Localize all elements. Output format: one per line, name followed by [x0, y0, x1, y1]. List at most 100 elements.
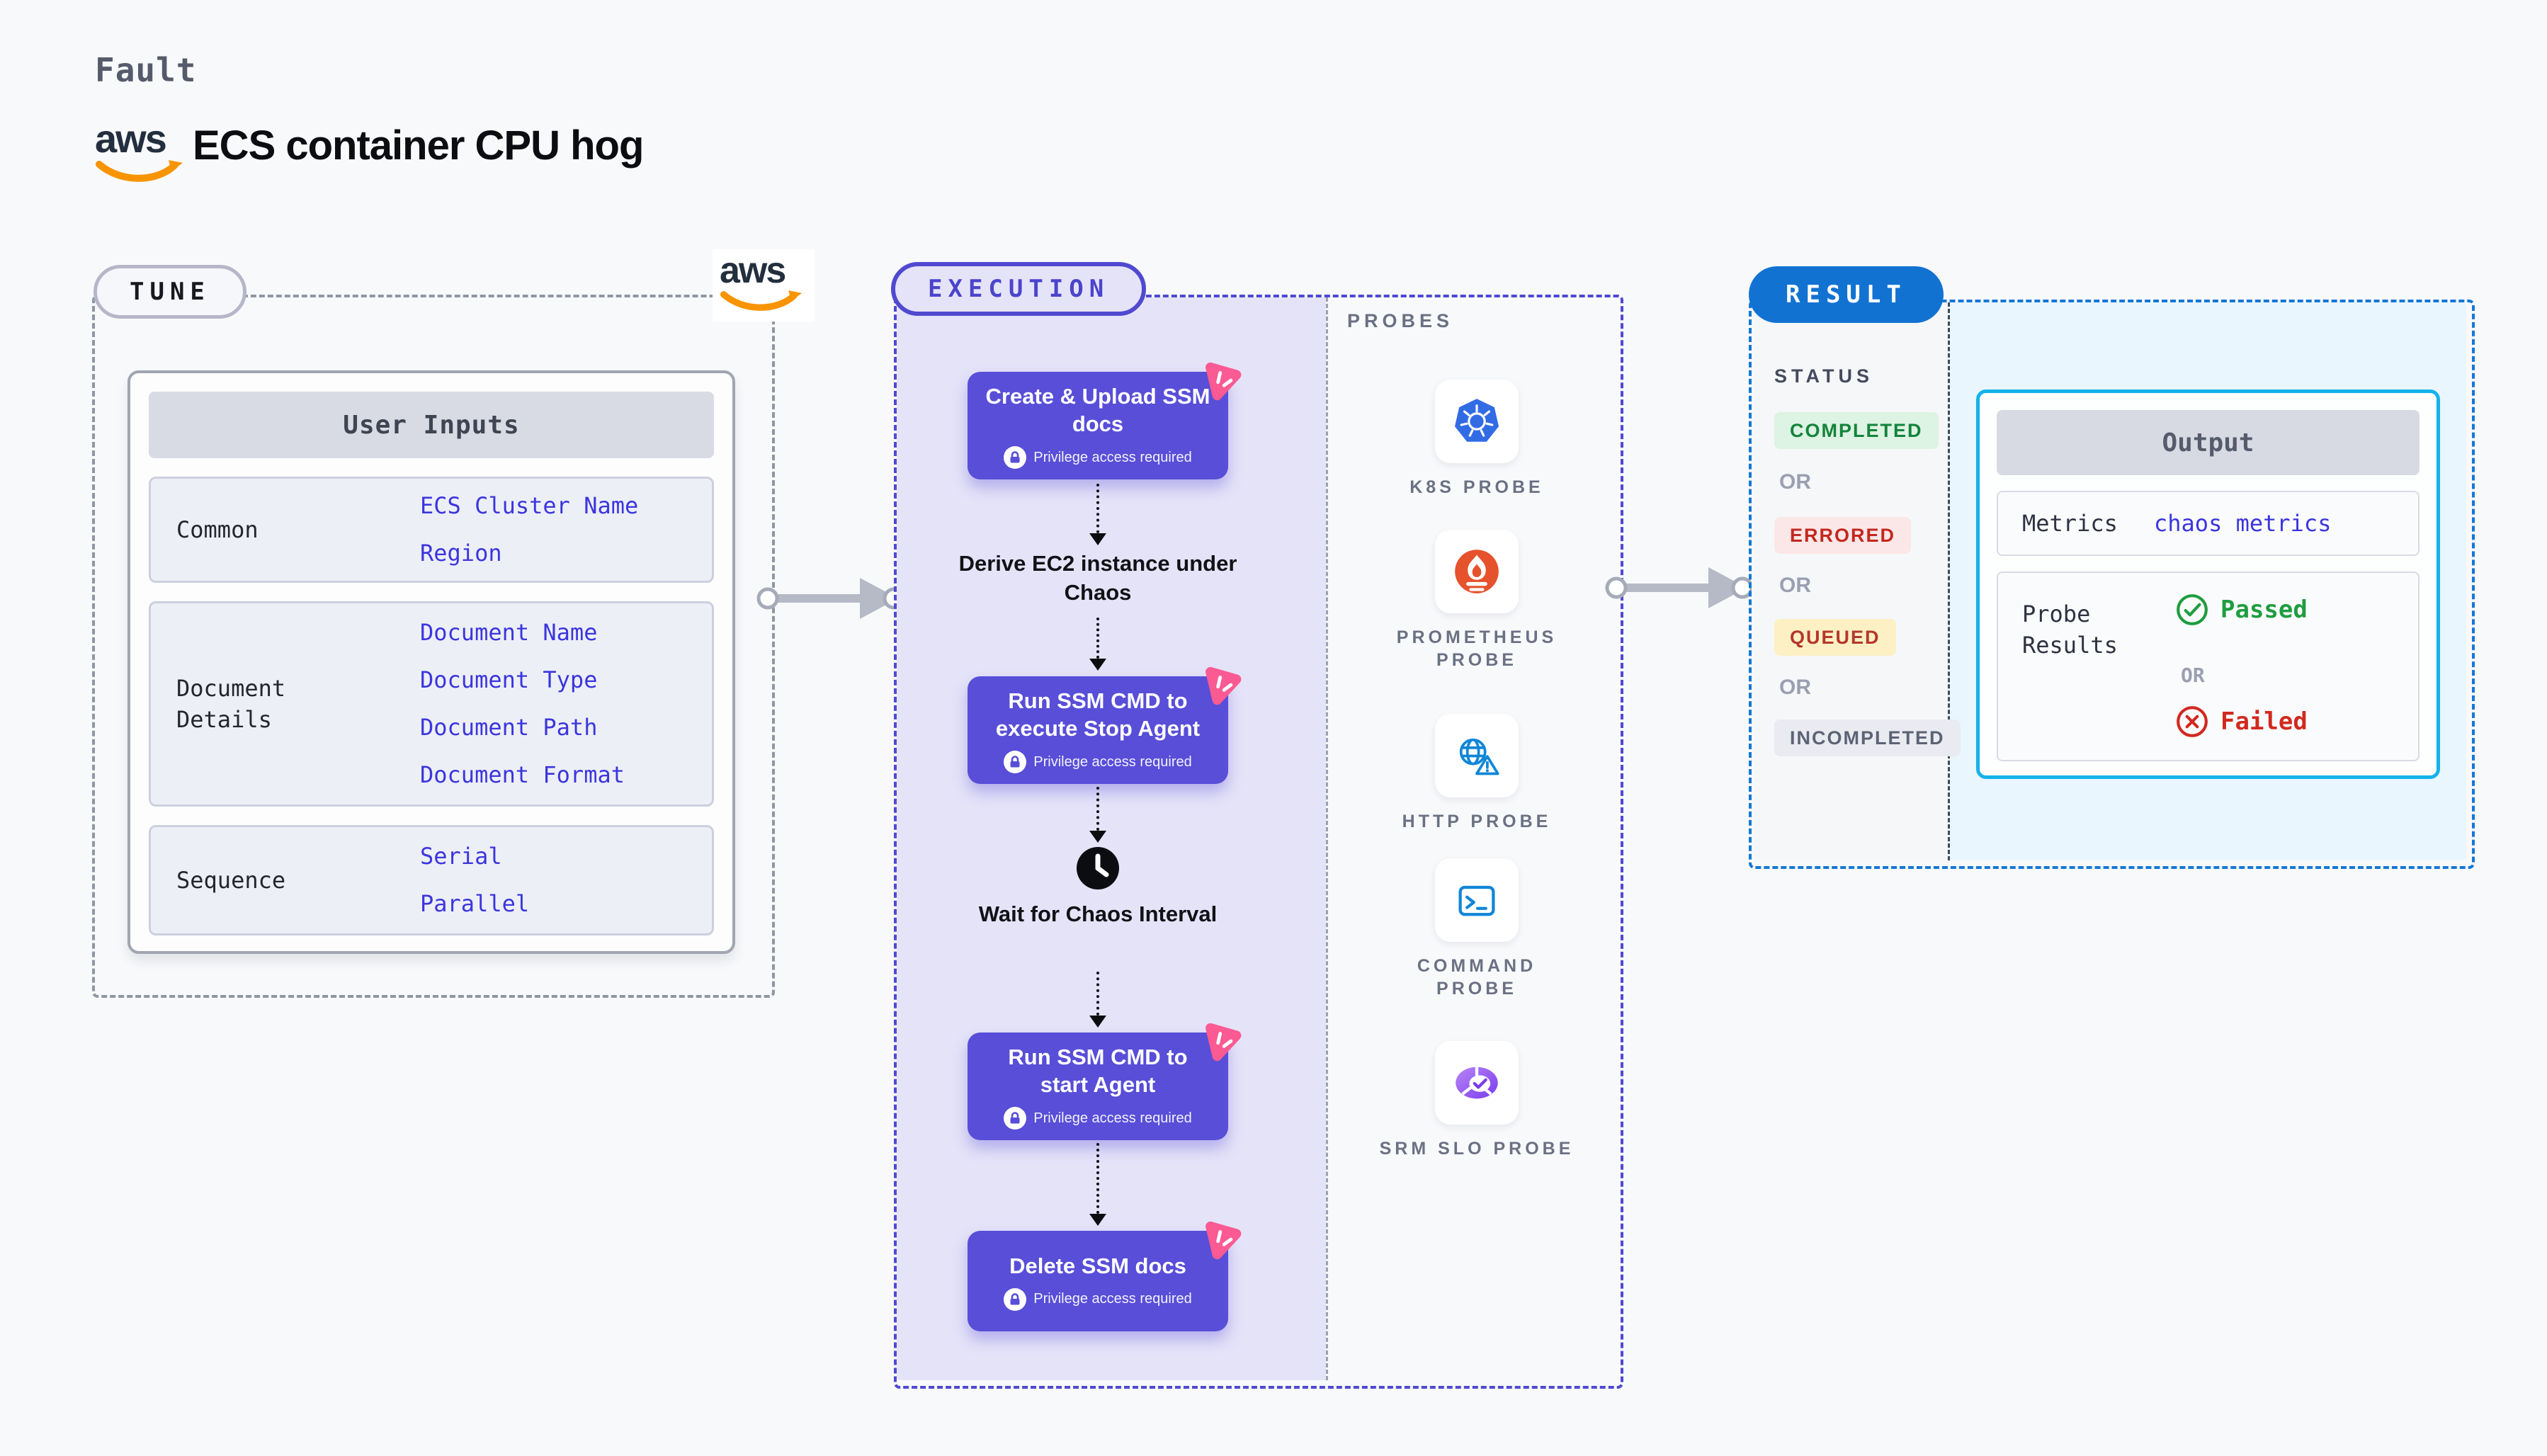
row-label: Document Details	[176, 675, 286, 733]
lock-icon	[1004, 1107, 1027, 1130]
input-value: Parallel	[420, 890, 530, 917]
flow-connector	[1096, 1143, 1099, 1214]
prometheus-icon	[1455, 550, 1499, 593]
status-badge-errored: ERRORED	[1774, 517, 1912, 554]
probe-label-srm-slo: SRM SLO PROBE	[1379, 1139, 1575, 1159]
page-title: ECS container CPU hog	[193, 123, 644, 169]
status-badge-incompleted: INCOMPLETED	[1774, 720, 1961, 756]
step-title: Delete SSM docs	[1009, 1253, 1186, 1278]
input-row-document-details: Document Details Document Name Document …	[149, 601, 714, 807]
execution-section-border	[894, 295, 1623, 1389]
user-inputs-card: User Inputs Common ECS Cluster Name Regi…	[127, 370, 735, 954]
chaos-triangle-icon	[1206, 1023, 1242, 1062]
row-label: Sequence	[176, 867, 286, 894]
or-separator: OR	[1779, 574, 1811, 597]
privilege-badge-text: Privilege access required	[1033, 449, 1192, 465]
step-title: Run SSM CMD to start Agent	[1008, 1045, 1188, 1097]
input-value: ECS Cluster Name	[420, 492, 639, 519]
privilege-badge-text: Privilege access required	[1033, 1291, 1192, 1307]
step-wait-for-chaos-interval: Wait for Chaos Interval	[978, 902, 1218, 926]
probe-label-http: HTTP PROBE	[1402, 812, 1552, 831]
chaos-triangle-icon	[1206, 666, 1242, 705]
aws-word: aws	[720, 250, 786, 291]
probe-card-command	[1435, 858, 1519, 942]
probe-results-label: Probe Results	[2022, 601, 2118, 659]
clock-icon	[1075, 846, 1121, 891]
privilege-badge: Privilege access required	[1004, 1107, 1192, 1130]
x-circle-icon	[2177, 706, 2208, 737]
flow-connector	[1096, 972, 1099, 1016]
lock-icon	[1004, 751, 1027, 773]
flow-connector-arrowhead	[1089, 1214, 1106, 1226]
fault-kicker: Fault	[95, 51, 197, 89]
output-card: Output Metrics chaos metrics Probe Resul…	[1976, 389, 2440, 779]
metrics-label: Metrics	[2022, 510, 2118, 537]
probes-column-label: PROBES	[1347, 310, 1454, 331]
status-badge-queued: QUEUED	[1774, 619, 1896, 656]
or-separator: OR	[2181, 664, 2205, 687]
srm-slo-icon	[1456, 1065, 1498, 1099]
probe-label-prometheus: PROMETHEUS PROBE	[1396, 627, 1558, 670]
aws-logo-small: aws	[713, 249, 815, 322]
flow-connector	[1096, 484, 1099, 533]
status-badge-completed: COMPLETED	[1774, 412, 1939, 449]
flow-connector	[1096, 618, 1099, 659]
result-inner-divider	[1948, 302, 1950, 860]
execution-to-result-arrow	[1605, 567, 1754, 608]
privilege-badge: Privilege access required	[1004, 1287, 1192, 1311]
input-value: Region	[420, 540, 502, 567]
execution-section-label: EXECUTION	[891, 262, 1147, 316]
step-title: Create & Upload SSM docs	[985, 384, 1210, 436]
flow-connector-arrowhead	[1089, 831, 1106, 843]
privilege-badge: Privilege access required	[1004, 751, 1192, 773]
check-circle-icon	[2177, 594, 2208, 625]
execution-probes-divider	[1326, 297, 1328, 1380]
result-section-border	[1749, 300, 2475, 869]
flow-connector-arrowhead	[1089, 533, 1106, 545]
step-run-ssm-stop-agent: Run SSM CMD to execute Stop Agent Privil…	[968, 666, 1242, 784]
chaos-triangle-icon	[1206, 362, 1242, 401]
step-title: Run SSM CMD to execute Stop Agent	[995, 688, 1201, 741]
or-separator: OR	[1779, 470, 1811, 494]
tune-section-label: TUNE	[93, 265, 246, 319]
input-value: Document Path	[420, 714, 598, 741]
aws-word: aws	[95, 116, 167, 161]
probe-result-passed: Passed	[2175, 593, 2308, 627]
probe-card-k8s	[1435, 380, 1519, 463]
or-separator: OR	[1779, 676, 1811, 699]
input-row-sequence: Sequence Serial Parallel	[149, 825, 714, 935]
chaos-triangle-icon	[1206, 1221, 1242, 1260]
metrics-row: Metrics chaos metrics	[1997, 491, 2420, 556]
tune-to-execution-arrow	[756, 578, 905, 619]
probe-card-http	[1435, 714, 1519, 797]
lock-icon	[1004, 446, 1027, 469]
step-derive-ec2-instance: Derive EC2 instance under Chaos	[958, 551, 1237, 605]
privilege-badge-text: Privilege access required	[1033, 753, 1192, 770]
input-value: Document Type	[420, 666, 598, 693]
probe-label-command: COMMAND PROBE	[1417, 956, 1537, 999]
aws-logo: aws	[95, 119, 183, 186]
output-header: Output	[1997, 410, 2420, 475]
input-value: Document Format	[420, 761, 625, 788]
passed-label: Passed	[2220, 596, 2308, 624]
input-row-common: Common ECS Cluster Name Region	[149, 477, 714, 583]
step-run-ssm-start-agent: Run SSM CMD to start Agent Privilege acc…	[968, 1023, 1242, 1140]
privilege-badge-text: Privilege access required	[1033, 1110, 1192, 1126]
chaos-metrics-link[interactable]: chaos metrics	[2154, 510, 2332, 537]
step-delete-ssm-docs: Delete SSM docs Privilege access require…	[968, 1221, 1242, 1331]
http-globe-warning-icon	[1459, 738, 1499, 775]
probe-results-row: Probe Results Passed OR Failed	[1997, 571, 2420, 761]
row-label: Common	[176, 516, 259, 543]
status-column-label: STATUS	[1774, 365, 1873, 387]
result-status-background	[1752, 302, 1948, 860]
privilege-badge: Privilege access required	[1004, 446, 1192, 469]
aws-smile-icon	[96, 160, 183, 182]
tune-section-border	[92, 295, 775, 998]
terminal-icon	[1458, 885, 1495, 916]
input-value: Document Name	[420, 619, 598, 646]
flow-connector-arrowhead	[1089, 1016, 1106, 1028]
probe-result-failed: Failed	[2175, 705, 2308, 739]
probe-card-prometheus	[1435, 530, 1519, 613]
input-value: Serial	[420, 843, 502, 870]
